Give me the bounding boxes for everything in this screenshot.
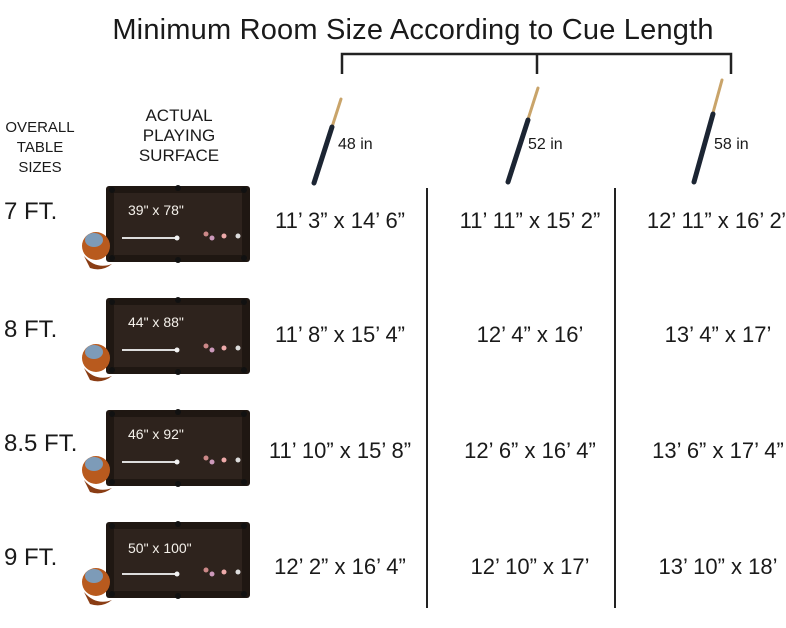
pool-table-image [82,180,252,280]
playing-surface-label: 39" x 78" [128,202,184,218]
room-dimension: 13’ 6” x 17’ 4” [652,438,784,463]
cue-label-52: 52 in [528,136,563,153]
table-row: 8 FT. 44" x 88" 11’ 8” x 15’ 4” 12’ 4” x 16… [0,292,786,402]
room-dimension: 11’ 3” x 14’ 6” [274,208,406,233]
table-size-label: 8.5 FT. [4,430,78,457]
page-title: Minimum Room Size According to Cue Lengt… [112,14,714,46]
room-dimension: 13’ 4” x 17’ [664,322,772,347]
table-row: 7 FT. 39" x 78" 11’ 3” x 14’ 6” 11’ 11” x 1… [0,180,786,290]
room-dimension: 12’ 6” x 16’ 4” [464,438,596,463]
cue-58-icon [691,78,724,185]
pool-table-image [82,292,252,392]
cue-label-48: 48 in [338,136,373,153]
table-size-label: 8 FT. [4,316,58,343]
overall-table-sizes-header: OVERALL TABLE SIZES [5,119,75,176]
pool-table-icon [82,297,250,382]
cue-bracket [340,52,733,74]
room-dimension: 11’ 8” x 15’ 4” [274,322,406,347]
room-dimension: 12’ 10” x 17’ [470,554,590,579]
pool-table-image [82,516,252,616]
playing-surface-label: 50" x 100" [128,540,192,556]
playing-surface-label: 44" x 88" [128,314,184,330]
pool-table-icon [82,521,250,606]
pool-table-icon [82,409,250,494]
room-dimension: 12’ 11” x 16’ 2” [646,208,786,233]
cue-48-icon [311,97,343,186]
room-dimension: 11’ 10” x 15’ 8” [268,438,412,463]
column-divider-2 [614,188,616,608]
room-dimension: 12’ 2” x 16’ 4” [274,554,406,579]
cue-label-58: 58 in [714,136,749,153]
table-size-label: 9 FT. [4,544,58,571]
table-row: 8.5 FT. 46" x 92" 11’ 10” x 15’ 8” 12’ 6” x… [0,404,786,514]
pool-table-image [82,404,252,504]
pool-table-icon [82,185,250,270]
column-divider-1 [426,188,428,608]
table-row: 9 FT. 50" x 100" 12’ 2” x 16’ 4” 12’ 10” x … [0,516,786,626]
room-dimension: 12’ 4” x 16’ [476,322,584,347]
table-size-label: 7 FT. [4,198,58,225]
room-dimension: 13’ 10” x 18’ [658,554,778,579]
room-dimension: 11’ 11” x 15’ 2” [459,208,601,233]
playing-surface-header: ACTUAL PLAYING SURFACE [138,106,220,165]
playing-surface-label: 46" x 92" [128,426,184,442]
cue-52-icon [505,86,540,185]
